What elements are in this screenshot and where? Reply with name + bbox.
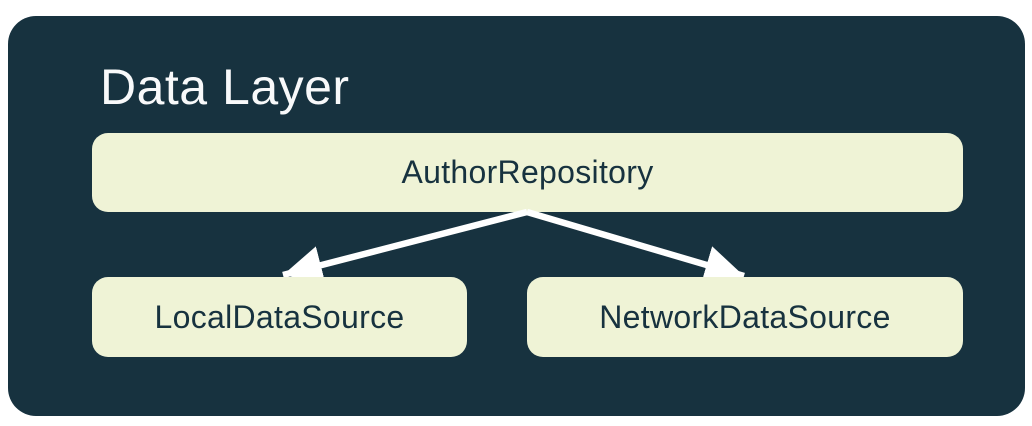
data-layer-title: Data Layer [100,59,350,115]
node-local-data-source-label: LocalDataSource [154,298,405,335]
node-local-data-source: LocalDataSource [92,277,467,357]
node-author-repository: AuthorRepository [92,133,963,212]
node-network-data-source: NetworkDataSource [527,277,963,357]
node-network-data-source-label: NetworkDataSource [599,298,891,335]
node-author-repository-label: AuthorRepository [401,154,654,190]
